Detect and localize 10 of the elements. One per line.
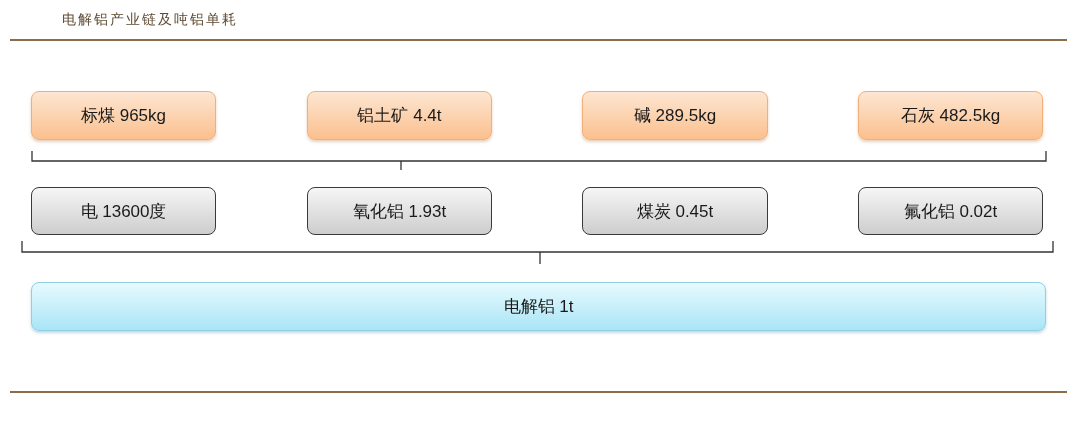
- material-box: 石灰 482.5kg: [858, 91, 1043, 140]
- material-box: 铝土矿 4.4t: [307, 91, 492, 140]
- material-box: 氟化铝 0.02t: [858, 187, 1043, 235]
- material-box: 标煤 965kg: [31, 91, 216, 140]
- material-box: 煤炭 0.45t: [582, 187, 768, 235]
- product-box: 电解铝 1t: [31, 282, 1046, 331]
- material-box: 电 13600度: [31, 187, 216, 235]
- material-box: 氧化铝 1.93t: [307, 187, 492, 235]
- title: 电解铝产业链及吨铝单耗: [62, 11, 238, 29]
- material-box: 碱 289.5kg: [582, 91, 768, 140]
